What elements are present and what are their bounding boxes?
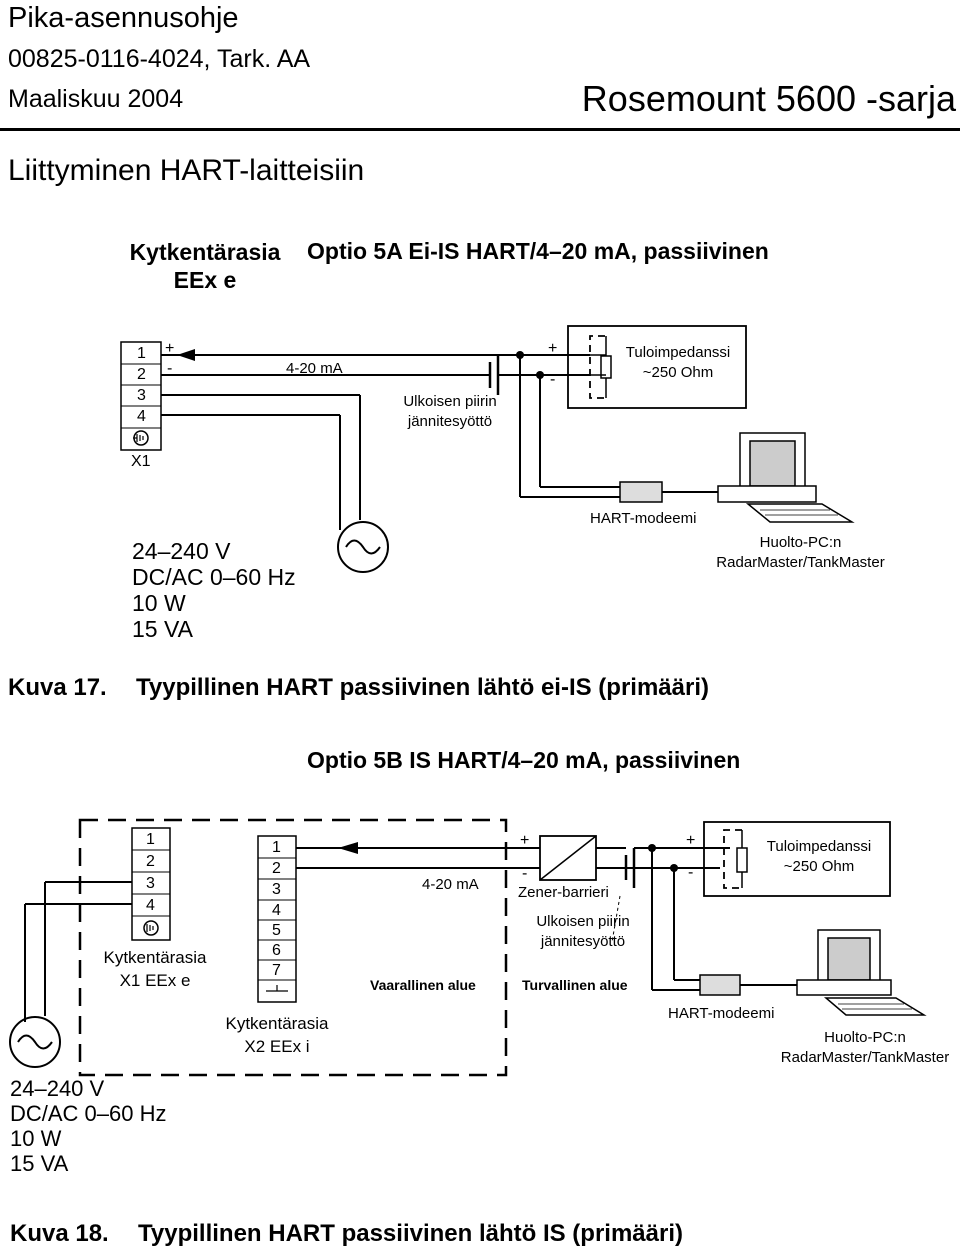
fig17-power-spec: 24–240 V DC/AC 0–60 Hz 10 W 15 VA [132, 538, 296, 642]
document-number: 00825-0116-4024, Tark. AA [8, 45, 311, 73]
fig17-ac-source-icon [337, 521, 389, 573]
fig17-terminal-block-label: X1 [131, 453, 151, 470]
fig18-power-voltage: 24–240 V [10, 1076, 105, 1101]
fig18-x1-line2: X1 EEx e [119, 971, 191, 990]
fig18-resistor-icon [736, 847, 748, 873]
fig18-x2-terminal-4: 4 [272, 902, 281, 919]
fig17-load-plus: + [548, 340, 558, 357]
fig18-power-frequency: DC/AC 0–60 Hz [10, 1101, 167, 1126]
fig18-x2-terminal-block [257, 835, 297, 1003]
fig18-x2-line1: Kytkentärasia [225, 1014, 329, 1033]
fig17-modem-label: HART-modeemi [590, 510, 697, 527]
fig17-junction-box-line2: EEx e [173, 267, 237, 293]
product-series: Rosemount 5600 -sarja [581, 78, 956, 119]
fig18-service-pc-icon [796, 929, 927, 1016]
fig18-zener-barrier-icon [539, 835, 597, 881]
fig18-load-plus: + [686, 832, 696, 849]
fig17-caption-text: Tyypillinen HART passiivinen lähtö ei-IS… [136, 674, 709, 701]
fig17-terminal-4: 4 [137, 408, 146, 425]
fig18-barrier-minus: - [522, 865, 528, 882]
fig17-option-title: Optio 5A Ei-IS HART/4–20 mA, passiivinen [307, 238, 769, 264]
fig18-x1-ground-icon [143, 920, 159, 936]
fig17-minus: - [167, 360, 173, 377]
fig17-load-line2: ~250 Ohm [642, 364, 714, 381]
fig18-modem-label: HART-modeemi [668, 1005, 775, 1022]
fig17-current-arrow-icon [177, 349, 195, 361]
fig18-current-arrow-icon [338, 842, 358, 854]
fig18-barrier-plus: + [520, 832, 530, 849]
fig18-power-spec: 24–240 V DC/AC 0–60 Hz 10 W 15 VA [10, 1076, 167, 1176]
fig17-power-frequency: DC/AC 0–60 Hz [132, 564, 296, 590]
fig18-x1-terminal-block [131, 827, 171, 941]
fig18-x1-terminal-2: 2 [146, 853, 155, 870]
fig17-pc-line2: RadarMaster/TankMaster [716, 554, 885, 571]
fig17-service-pc-icon [717, 432, 855, 523]
fig18-pc-label: Huolto-PC:n RadarMaster/TankMaster [770, 1028, 960, 1068]
fig18-x2-terminal-5: 5 [272, 922, 281, 939]
fig18-hazard-label: Vaarallinen alue [370, 977, 476, 993]
fig18-x2-label: Kytkentärasia X2 EEx i [212, 1012, 342, 1058]
fig17-load-minus: - [550, 371, 556, 388]
header-rule [0, 128, 960, 131]
document-title: Pika-asennusohje [8, 2, 239, 34]
fig17-supply-line1: Ulkoisen piirin [403, 393, 497, 410]
fig18-hazard-area-box [78, 818, 508, 1077]
fig18-safe-label: Turvallinen alue [522, 977, 628, 993]
fig18-pc-line2: RadarMaster/TankMaster [780, 1049, 950, 1066]
fig17-plus: + [165, 340, 175, 357]
fig17-supply-line2: jännitesyöttö [407, 413, 493, 430]
fig18-current-label: 4-20 mA [422, 876, 479, 893]
fig18-ac-source-icon [9, 1016, 61, 1068]
fig17-terminal-1: 1 [137, 345, 146, 362]
fig18-caption-number: Kuva 18. [10, 1220, 109, 1247]
fig17-terminal-3: 3 [137, 387, 146, 404]
fig17-pc-line1: Huolto-PC:n [759, 534, 842, 551]
fig18-load-label: Tuloimpedanssi ~250 Ohm [758, 837, 880, 877]
fig18-load-minus: - [688, 864, 694, 881]
fig18-supply-line2: jännitesyöttö [540, 933, 626, 950]
fig17-supply-label: Ulkoisen piirin jännitesyöttö [395, 392, 505, 432]
fig18-power-watts: 10 W [10, 1126, 62, 1151]
fig18-load-line1: Tuloimpedanssi [766, 838, 872, 855]
fig17-diagram [120, 325, 855, 573]
fig18-x2-line2: X2 EEx i [244, 1037, 310, 1056]
fig18-diagram [9, 818, 927, 1077]
fig18-pc-line1: Huolto-PC:n [824, 1029, 906, 1046]
fig18-hart-modem-icon [699, 974, 741, 996]
fig18-load-box [703, 821, 891, 897]
fig18-caption-text: Tyypillinen HART passiivinen lähtö IS (p… [138, 1220, 683, 1247]
fig17-hart-modem-icon [619, 481, 663, 503]
fig18-load-line2: ~250 Ohm [783, 858, 855, 875]
fig17-terminal-2: 2 [137, 366, 146, 383]
fig17-power-watts: 10 W [132, 590, 186, 616]
fig18-x2-terminal-3: 3 [272, 881, 281, 898]
fig18-x2-terminal-2: 2 [272, 860, 281, 877]
fig17-pc-label: Huolto-PC:n RadarMaster/TankMaster [708, 533, 893, 573]
fig18-option-title: Optio 5B IS HART/4–20 mA, passiivinen [307, 747, 741, 773]
fig17-power-voltage: 24–240 V [132, 538, 231, 564]
fig18-x2-terminal-6: 6 [272, 942, 281, 959]
fig18-x2-terminal-1: 1 [272, 839, 281, 856]
document-date: Maaliskuu 2004 [8, 85, 184, 113]
fig17-junction-box-label: Kytkentärasia EEx e [115, 238, 295, 294]
fig18-power-va: 15 VA [10, 1151, 69, 1176]
section-title: Liittyminen HART-laitteisiin [8, 154, 365, 187]
fig18-x2-terminal-7: 7 [272, 962, 281, 979]
fig18-barrier-label: Zener-barrieri [518, 884, 609, 901]
fig18-x1-terminal-4: 4 [146, 897, 155, 914]
fig18-x1-line1: Kytkentärasia [103, 948, 207, 967]
fig18-x1-label: Kytkentärasia X1 EEx e [90, 946, 220, 992]
fig18-x1-terminal-1: 1 [146, 831, 155, 848]
fig17-power-va: 15 VA [132, 616, 193, 642]
fig17-load-box [567, 325, 747, 409]
fig17-current-label: 4-20 mA [286, 360, 343, 377]
fig17-load-label: Tuloimpedanssi ~250 Ohm [618, 343, 738, 383]
fig18-x1-terminal-3: 3 [146, 875, 155, 892]
fig18-supply-line1: Ulkoisen piirin [536, 913, 630, 930]
fig18-supply-label: Ulkoisen piirin jännitesyöttö [528, 912, 638, 952]
fig17-caption-number: Kuva 17. [8, 674, 107, 701]
fig17-junction-box-line1: Kytkentärasia [129, 239, 281, 265]
fig17-load-line1: Tuloimpedanssi [625, 344, 731, 361]
